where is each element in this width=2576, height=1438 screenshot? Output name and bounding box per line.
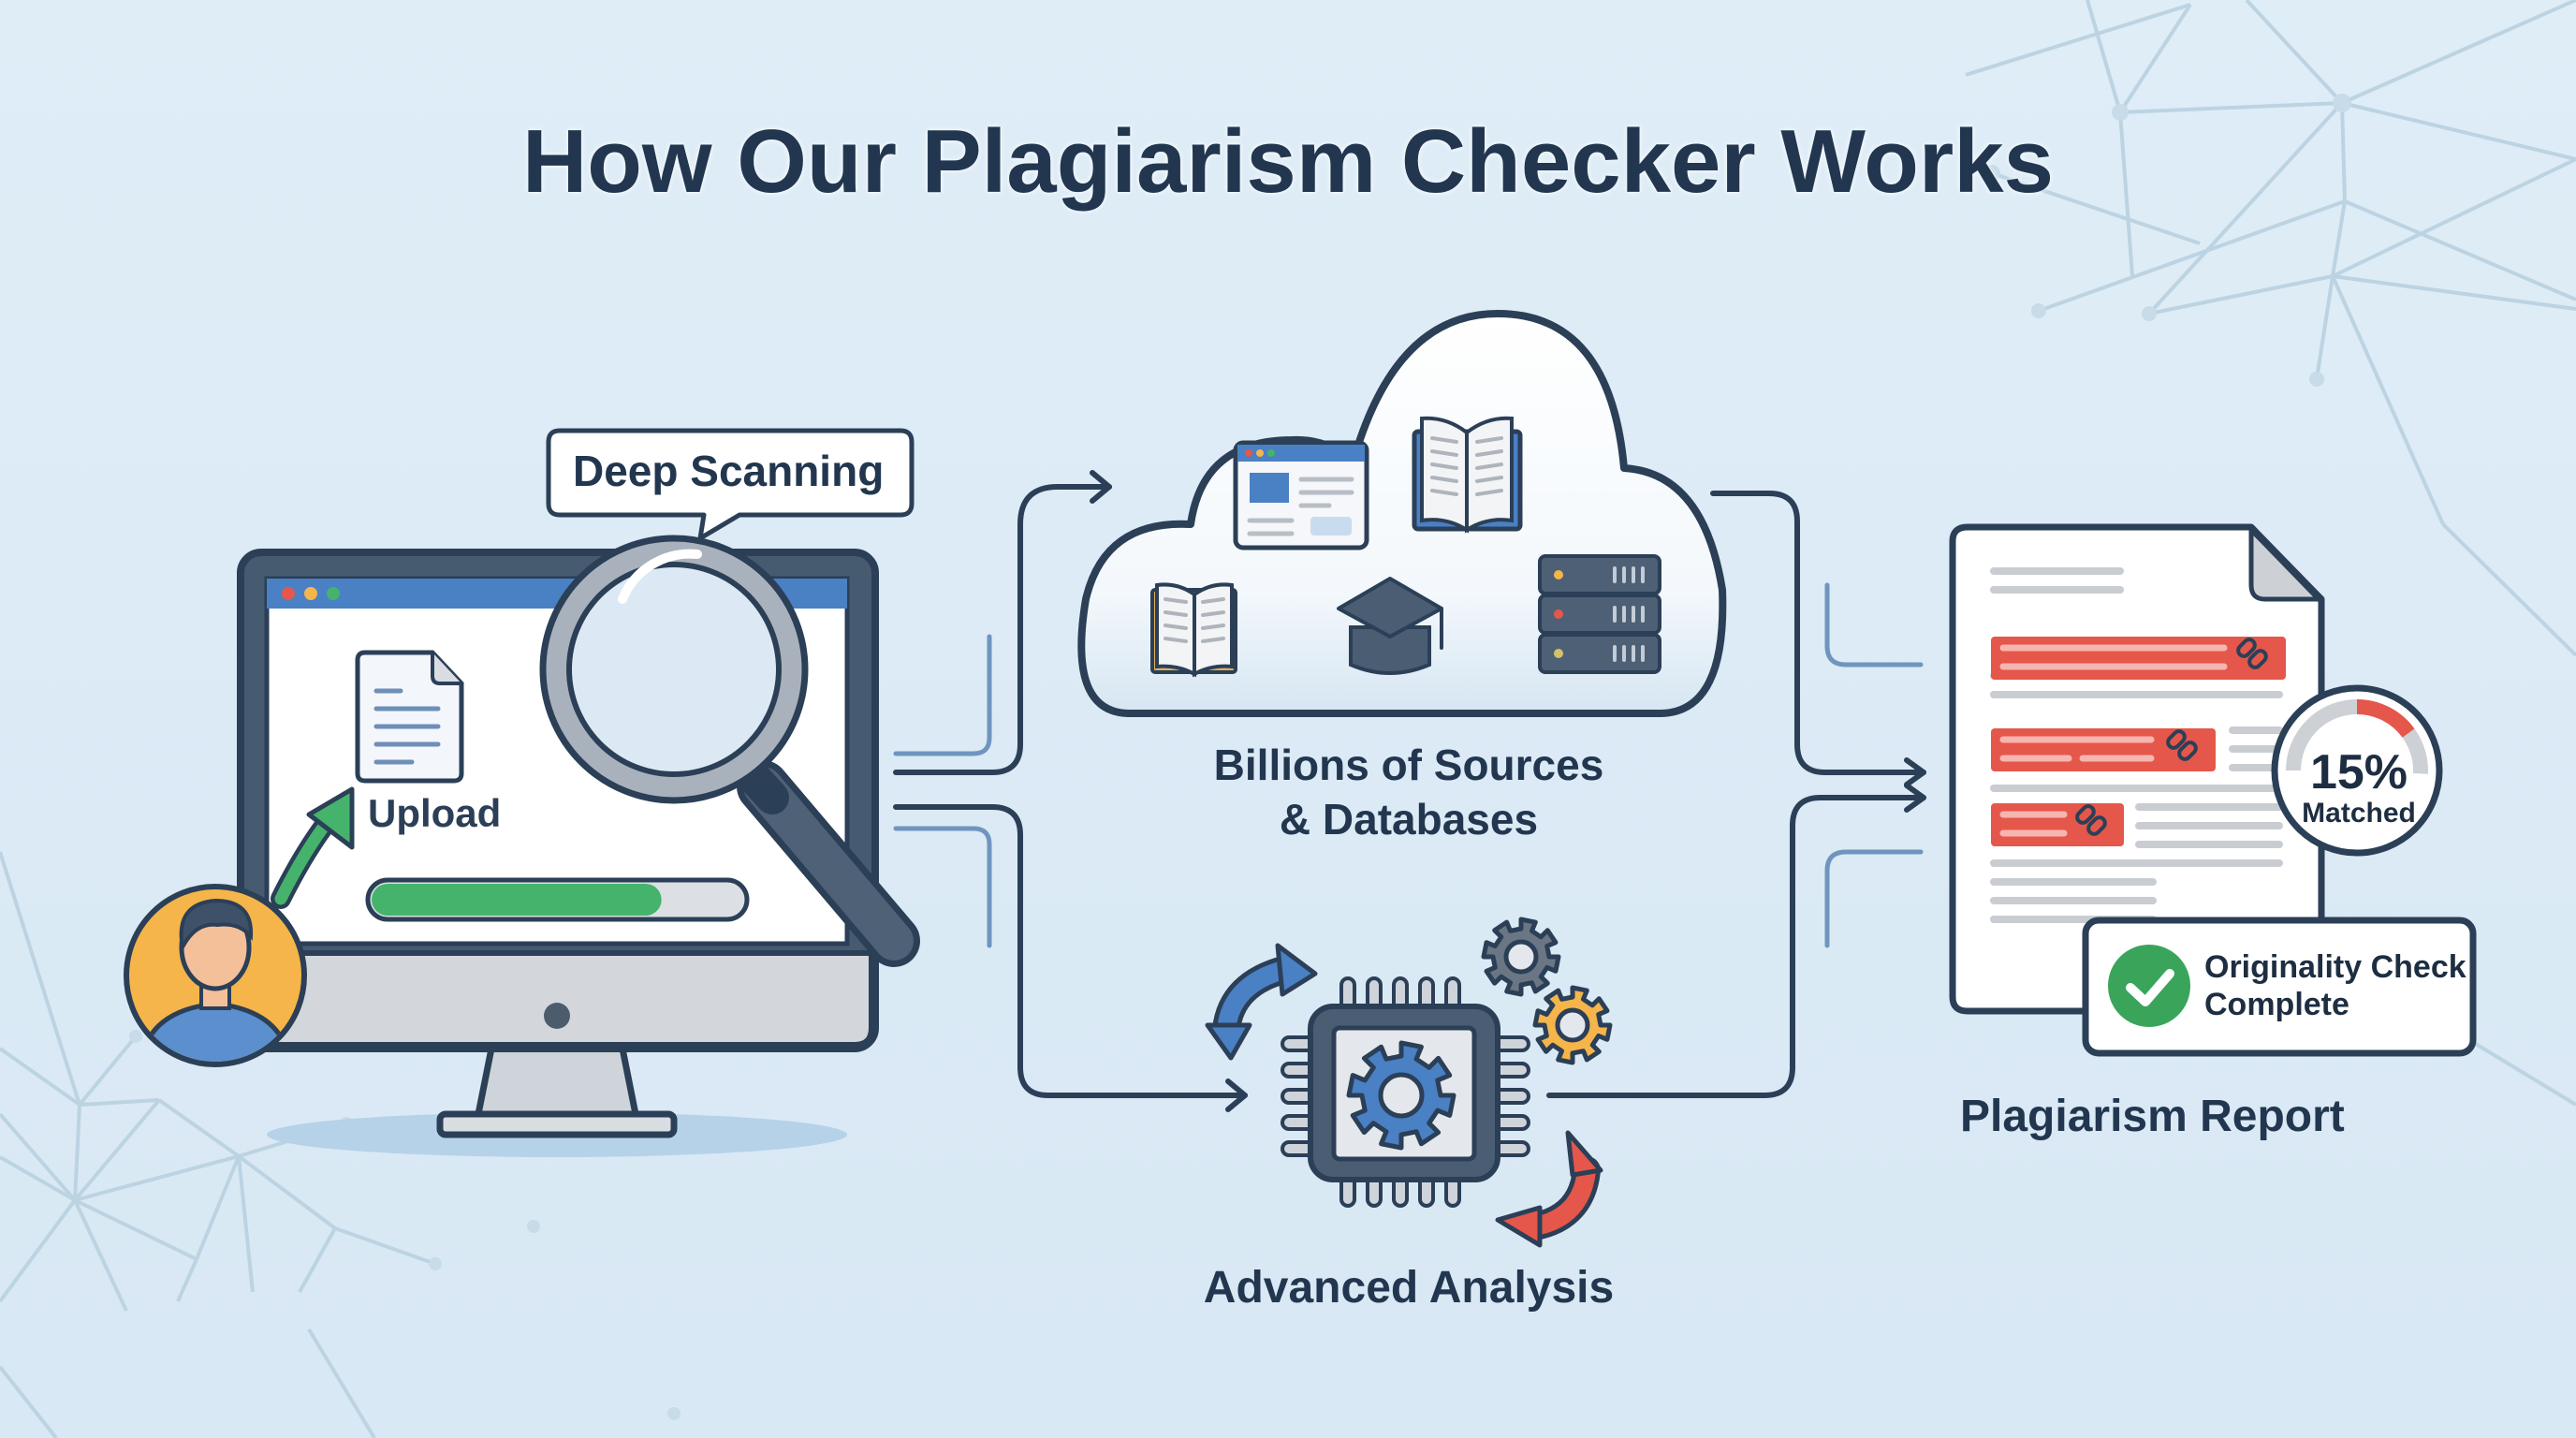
sources-label-line2: & Databases [1279, 795, 1539, 844]
match-gauge [2271, 684, 2443, 857]
originality-status-line2: Complete [2204, 987, 2349, 1022]
upload-arrow-icon [271, 786, 355, 909]
open-book-icon [1412, 416, 1523, 534]
originality-status: Originality Check Complete [2204, 948, 2466, 1023]
document-icon [355, 650, 464, 784]
sources-label: Billions of Sources & Databases [1114, 738, 1704, 846]
analysis-label: Advanced Analysis [1203, 1263, 1615, 1313]
deep-scanning-bubble [546, 428, 915, 541]
report-document [1949, 523, 2325, 1015]
originality-status-line1: Originality Check [2204, 949, 2466, 985]
web-page-icon [1233, 440, 1369, 550]
server-rack-icon [1538, 554, 1661, 674]
sources-label-line1: Billions of Sources [1213, 741, 1604, 789]
page-title: How Our Plagiarism Checker Works [521, 111, 2055, 212]
match-highlight [1991, 728, 2216, 771]
gear-icon [1346, 1040, 1456, 1151]
match-highlight [1991, 637, 2286, 680]
deep-scanning-label: Deep Scanning [573, 447, 885, 495]
graduation-cap-icon [1337, 577, 1443, 675]
flow-connectors [893, 470, 1926, 1112]
gear-icon [1532, 985, 1613, 1065]
report-label: Plagiarism Report [1960, 1092, 2345, 1141]
open-book-icon [1150, 582, 1237, 678]
user-avatar [124, 884, 307, 1067]
cycle-arrow-icon [1205, 943, 1318, 1061]
match-label: Matched [2302, 798, 2416, 829]
upload-progress-bar [365, 877, 750, 922]
gear-icon [1481, 917, 1561, 997]
originality-status-card [2082, 917, 2477, 1057]
cycle-arrow-icon [1495, 1130, 1603, 1248]
link-icon [2075, 638, 2268, 836]
match-highlight [1991, 803, 2124, 846]
upload-label: Upload [368, 791, 502, 835]
match-percent: 15% [2309, 745, 2408, 800]
magnifier-icon [539, 535, 920, 967]
